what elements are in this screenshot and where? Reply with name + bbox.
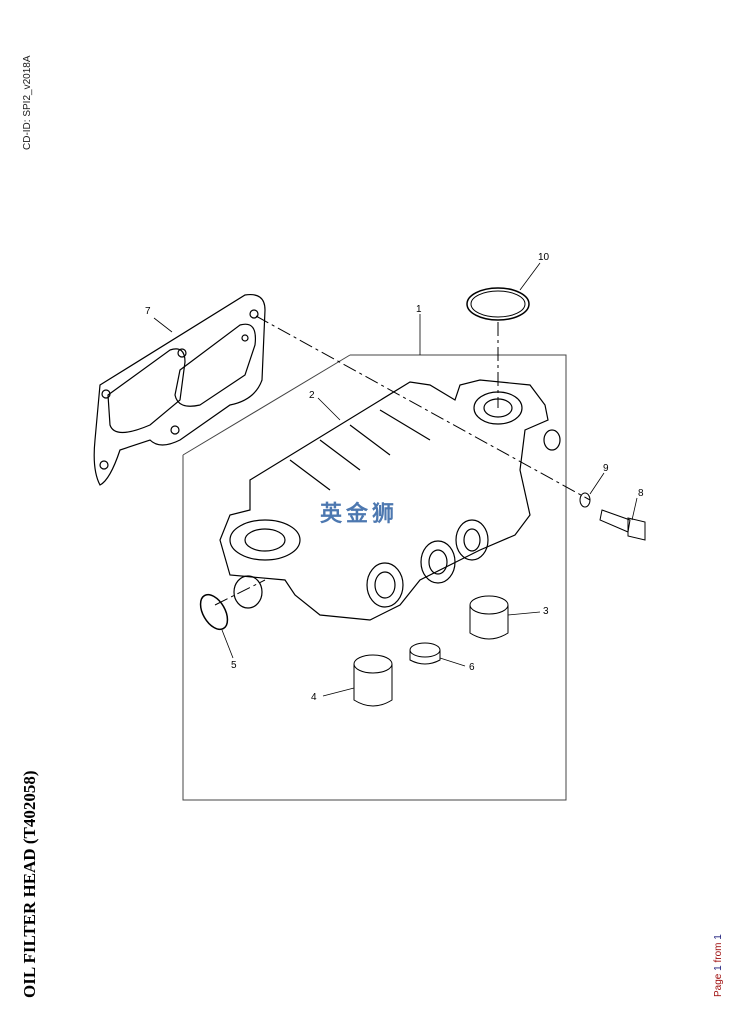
- callout-2: 2: [309, 390, 315, 401]
- plug-part-6: [409, 642, 441, 665]
- plug-part-3: [469, 595, 509, 640]
- o-ring-part-10: [466, 287, 530, 321]
- assembly-centerlines: [214, 315, 591, 606]
- callout-6: 6: [469, 662, 475, 673]
- bolt-part-8: [599, 509, 646, 541]
- callout-8: 8: [638, 488, 644, 499]
- callout-4: 4: [311, 692, 317, 703]
- leader-lines: [153, 262, 638, 697]
- callout-7: 7: [145, 306, 151, 317]
- plug-part-4: [353, 654, 393, 707]
- assembly-frame: [182, 354, 567, 801]
- watermark: 英金狮: [320, 501, 399, 526]
- washer-part-9: [579, 492, 591, 508]
- callout-5: 5: [231, 660, 237, 671]
- gasket-part-7: [93, 293, 266, 486]
- callout-9: 9: [603, 463, 609, 474]
- oil-filter-head-housing: [219, 379, 561, 621]
- callout-3: 3: [543, 606, 549, 617]
- callout-10: 10: [538, 252, 550, 263]
- o-ring-part-5: [199, 593, 229, 631]
- callout-1: 1: [416, 304, 422, 315]
